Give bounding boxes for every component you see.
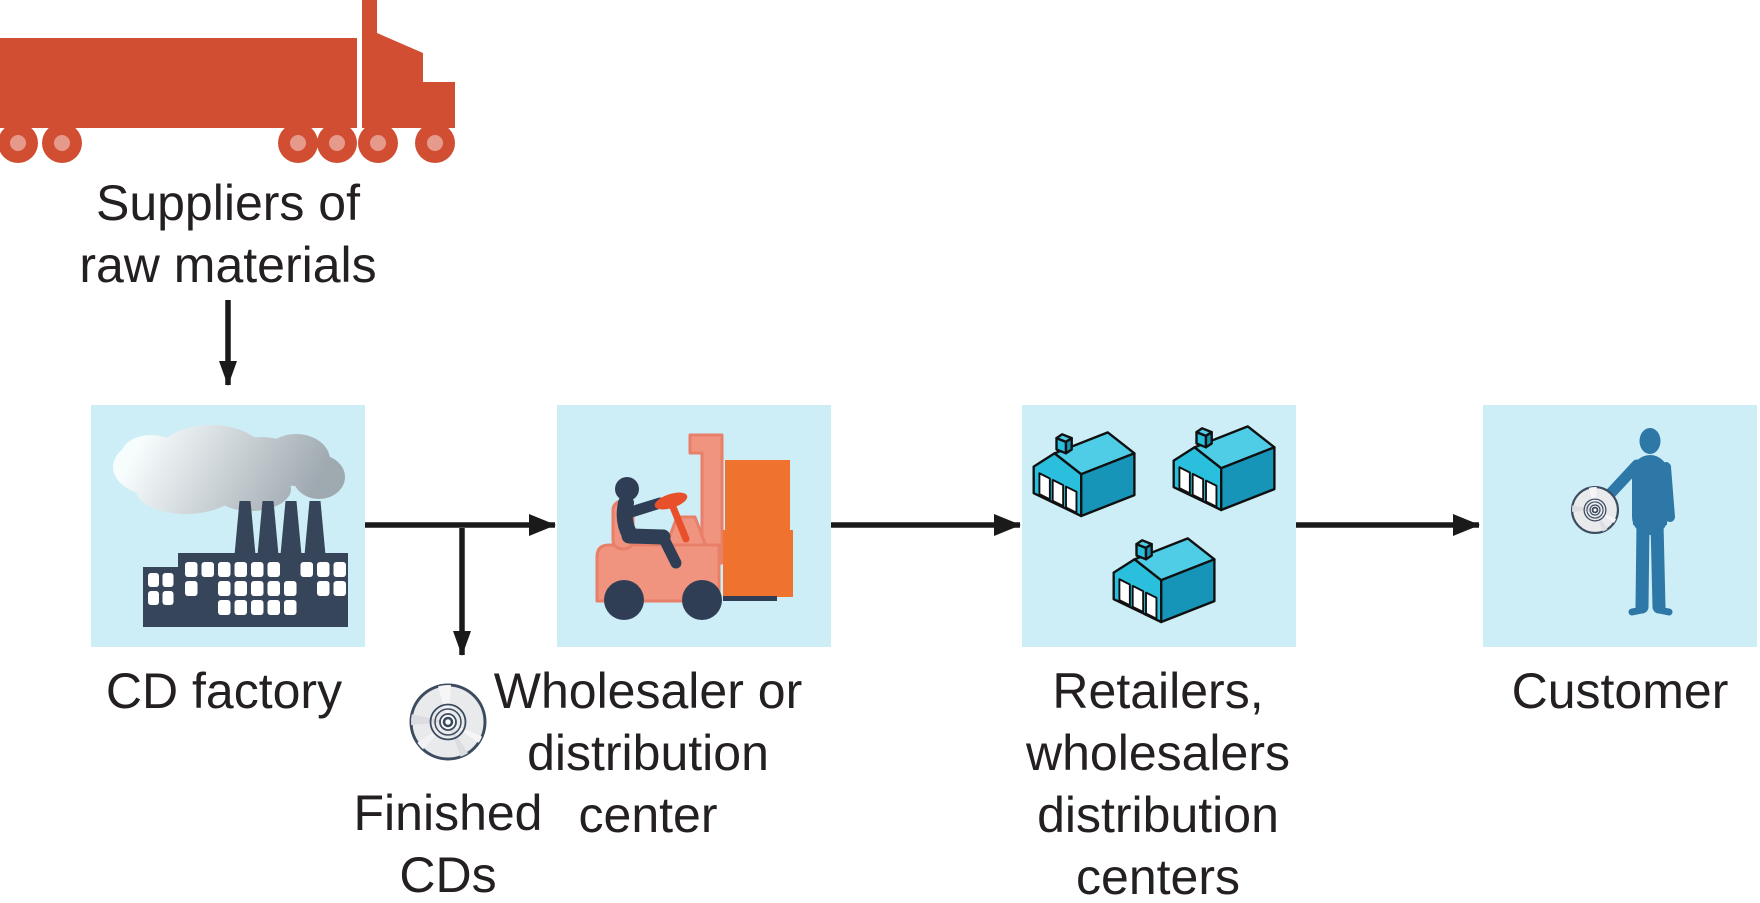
stage-label-line: Wholesaler or bbox=[493, 663, 803, 719]
steering-wheel bbox=[654, 492, 688, 510]
stage-box-customer bbox=[1483, 405, 1757, 647]
factory-smoke bbox=[113, 425, 345, 514]
stage-label-retailers: Retailers, wholesalers distribution cent… bbox=[988, 660, 1328, 903]
cargo-shadow bbox=[723, 596, 777, 601]
factory-icon bbox=[113, 425, 348, 627]
stage-label-customer: Customer bbox=[1450, 660, 1760, 722]
cd-icon bbox=[409, 683, 487, 761]
warehouse-building bbox=[1032, 431, 1136, 518]
held-cd-icon bbox=[1570, 485, 1620, 535]
person-holding-cd-icon bbox=[1570, 428, 1675, 616]
warehouse-building bbox=[1172, 425, 1276, 512]
stage-label-line: centers bbox=[1076, 849, 1240, 903]
supplier-label-line: Suppliers of bbox=[95, 175, 361, 231]
stage-label-wholesaler: Wholesaler or distribution center bbox=[478, 660, 818, 846]
supplier-label-line: raw materials bbox=[79, 237, 377, 293]
stage-label-cd-factory: CD factory bbox=[54, 660, 394, 722]
stage-label-line: center bbox=[578, 787, 718, 843]
stage-label-line: Retailers, bbox=[1052, 663, 1264, 719]
warehouses-icon bbox=[1032, 425, 1276, 624]
stage-box-retailers bbox=[1022, 405, 1296, 647]
stage-label-line: wholesalers bbox=[1025, 725, 1290, 781]
stage-box-cd-factory bbox=[91, 405, 365, 647]
stage-box-wholesaler bbox=[557, 405, 831, 647]
finished-cds-label-line: Finished bbox=[353, 785, 543, 841]
finished-cds-label-line: CDs bbox=[399, 847, 497, 903]
warehouse-building bbox=[1112, 537, 1216, 624]
cargo-boxes bbox=[723, 460, 793, 597]
finished-cds-label: Finished CDs bbox=[318, 782, 578, 903]
stage-label-line: Customer bbox=[1511, 663, 1729, 719]
supplier-label: Suppliers of raw materials bbox=[18, 172, 438, 296]
stage-label-line: CD factory bbox=[105, 663, 343, 719]
customer-figure bbox=[1605, 428, 1675, 616]
forklift-driver bbox=[615, 477, 682, 569]
factory-windows bbox=[148, 562, 346, 615]
stage-label-line: distribution bbox=[1037, 787, 1279, 843]
stage-label-line: distribution bbox=[527, 725, 769, 781]
truck-icon bbox=[0, 0, 455, 163]
forklift-wheels bbox=[604, 580, 722, 620]
steering-column bbox=[669, 503, 690, 543]
truck-wheel-hubs bbox=[10, 135, 443, 151]
forklift-icon bbox=[595, 433, 793, 620]
